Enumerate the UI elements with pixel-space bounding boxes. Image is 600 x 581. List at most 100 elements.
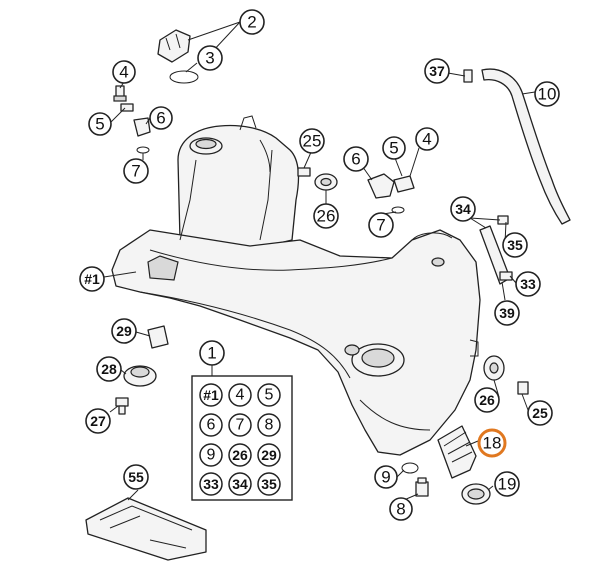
drain-plug[interactable] — [415, 477, 429, 497]
kit-item-12[interactable]: 35 — [257, 472, 281, 496]
svg-text:#1: #1 — [203, 387, 219, 403]
callout-7-left[interactable]: 7 — [123, 158, 149, 184]
kit-item-10[interactable]: 33 — [199, 472, 223, 496]
callout-25-upper[interactable]: 25 — [299, 128, 325, 154]
filler-cap[interactable] — [157, 29, 191, 63]
svg-text:35: 35 — [261, 476, 277, 492]
svg-text:7: 7 — [131, 162, 140, 181]
kit-item-5[interactable]: 7 — [228, 413, 252, 437]
svg-text:34: 34 — [455, 201, 471, 217]
callout-tank[interactable]: #1 — [79, 266, 105, 292]
svg-text:26: 26 — [317, 207, 336, 226]
callout-6-left[interactable]: 6 — [149, 106, 173, 130]
grommet-lower[interactable] — [483, 355, 505, 381]
callout-2[interactable]: 2 — [239, 9, 265, 35]
stud-upper[interactable] — [297, 167, 311, 177]
svg-text:28: 28 — [101, 361, 117, 377]
svg-text:55: 55 — [128, 469, 144, 485]
washer-left[interactable] — [120, 103, 134, 112]
fuel-tank[interactable] — [111, 115, 481, 456]
svg-text:2: 2 — [247, 13, 256, 32]
callout-9[interactable]: 9 — [374, 465, 398, 489]
fuel-filter[interactable] — [437, 425, 477, 479]
callout-29[interactable]: 29 — [111, 318, 137, 344]
kit-item-8[interactable]: 26 — [228, 443, 252, 467]
callout-6-right[interactable]: 6 — [343, 146, 369, 172]
svg-text:9: 9 — [381, 468, 390, 487]
svg-text:4: 4 — [119, 63, 128, 82]
drain-washer[interactable] — [401, 462, 419, 474]
callout-26-lower[interactable]: 26 — [474, 387, 500, 413]
svg-text:6: 6 — [207, 417, 216, 434]
vent-hose[interactable] — [481, 68, 571, 225]
callout-5-right[interactable]: 5 — [382, 136, 406, 160]
kit-item-1[interactable]: #1 — [199, 383, 223, 407]
kit-item-9[interactable]: 29 — [257, 443, 281, 467]
kit-item-11[interactable]: 34 — [228, 472, 252, 496]
hose-clip[interactable] — [463, 69, 473, 83]
svg-text:7: 7 — [236, 417, 245, 434]
kit-item-4[interactable]: 6 — [199, 413, 223, 437]
svg-text:25: 25 — [532, 405, 548, 421]
svg-text:18: 18 — [483, 434, 502, 453]
svg-text:25: 25 — [303, 132, 322, 151]
bolt-left-top[interactable] — [113, 85, 127, 102]
grommet-upper[interactable] — [314, 173, 338, 191]
callout-4-right[interactable]: 4 — [415, 127, 439, 151]
stud-lower[interactable] — [517, 381, 529, 395]
svg-text:26: 26 — [479, 392, 495, 408]
svg-text:8: 8 — [396, 500, 405, 519]
svg-text:33: 33 — [203, 476, 219, 492]
callout-26-upper[interactable]: 26 — [313, 203, 339, 229]
kit-item-6[interactable]: 8 — [257, 413, 281, 437]
clip-nut[interactable] — [147, 325, 169, 349]
callouts: 2 3 4 5 6 7 37 10 25 26 6 5 4 7 34 35 33… — [79, 9, 560, 521]
svg-text:5: 5 — [95, 115, 104, 134]
kit-item-3[interactable]: 5 — [257, 383, 281, 407]
svg-text:34: 34 — [232, 476, 248, 492]
callout-37[interactable]: 37 — [424, 58, 450, 84]
svg-text:5: 5 — [389, 139, 398, 158]
o-ring[interactable] — [169, 70, 199, 84]
rubber-mount[interactable] — [123, 365, 157, 387]
callout-33[interactable]: 33 — [515, 271, 541, 297]
svg-text:29: 29 — [261, 447, 277, 463]
svg-text:26: 26 — [232, 447, 248, 463]
callout-10[interactable]: 10 — [534, 81, 560, 107]
svg-text:37: 37 — [429, 63, 445, 79]
svg-text:39: 39 — [499, 305, 515, 321]
svg-text:29: 29 — [116, 323, 132, 339]
callout-3[interactable]: 3 — [197, 45, 223, 71]
kit-item-7[interactable]: 9 — [199, 443, 223, 467]
callout-7-right[interactable]: 7 — [368, 212, 394, 238]
kit-item-2[interactable]: 4 — [228, 383, 252, 407]
heat-shield[interactable] — [85, 497, 207, 561]
kit-contents-box: #1 4 5 6 7 8 9 26 29 33 34 35 — [191, 365, 293, 501]
svg-text:19: 19 — [498, 475, 517, 494]
callout-5-left[interactable]: 5 — [88, 112, 112, 136]
callout-27[interactable]: 27 — [85, 408, 111, 434]
callout-39[interactable]: 39 — [494, 300, 520, 326]
svg-text:9: 9 — [207, 447, 216, 464]
svg-text:6: 6 — [351, 150, 360, 169]
fitting-left[interactable] — [133, 117, 151, 154]
svg-text:7: 7 — [376, 216, 385, 235]
callout-55[interactable]: 55 — [123, 464, 149, 490]
callout-28[interactable]: 28 — [96, 356, 122, 382]
callout-1[interactable]: 1 — [199, 340, 225, 366]
callout-4-left[interactable]: 4 — [112, 60, 136, 84]
mount-bolt[interactable] — [115, 397, 129, 415]
fitting-right[interactable] — [367, 173, 415, 214]
svg-text:6: 6 — [156, 109, 165, 128]
callout-19[interactable]: 19 — [494, 471, 520, 497]
callout-8[interactable]: 8 — [389, 497, 413, 521]
svg-text:1: 1 — [207, 344, 216, 363]
callout-25-lower[interactable]: 25 — [527, 400, 553, 426]
callout-35[interactable]: 35 — [502, 232, 528, 258]
callout-34[interactable]: 34 — [450, 196, 476, 222]
callout-18-highlighted[interactable]: 18 — [477, 428, 507, 458]
svg-text:35: 35 — [507, 237, 523, 253]
svg-text:27: 27 — [90, 413, 106, 429]
